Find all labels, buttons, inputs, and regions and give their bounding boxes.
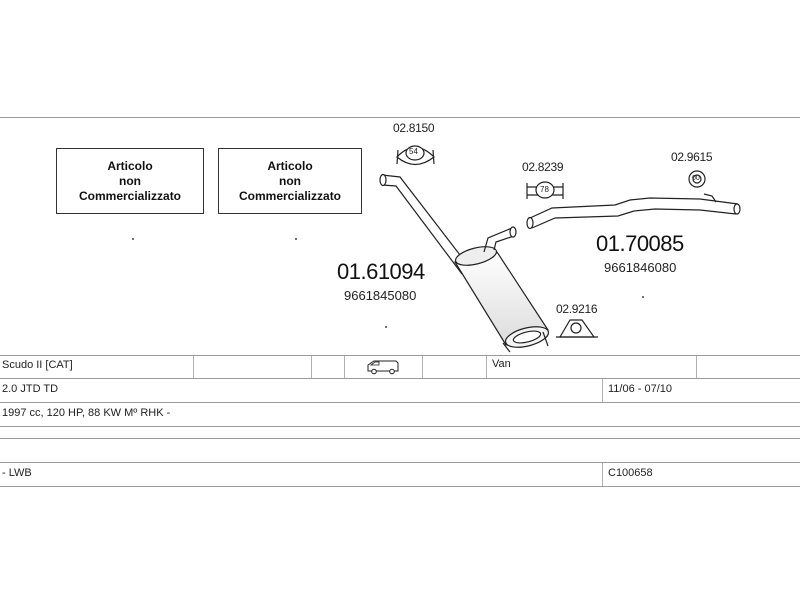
front-pipe — [379, 173, 471, 275]
reference-code: C100658 — [608, 467, 653, 479]
placeholder-dot — [642, 296, 644, 298]
part-code-clamp-a: 02.8150 — [393, 121, 435, 135]
clamp-badge: 78 — [540, 185, 549, 194]
diagram-top-border — [0, 117, 800, 118]
box-line-3: Commercializzato — [238, 188, 342, 203]
table-border — [0, 426, 800, 427]
part-code-hanger: 02.9216 — [556, 302, 598, 316]
front-silencer — [454, 226, 550, 353]
table-divider — [422, 356, 423, 378]
box-line-2: non — [279, 173, 301, 188]
hanger-icon — [556, 319, 598, 338]
table-divider — [344, 356, 345, 378]
table-border — [0, 355, 800, 356]
not-sold-box-1: Articolo non Commercializzato — [56, 148, 204, 214]
table-divider — [193, 356, 194, 378]
placeholder-dot — [385, 326, 387, 328]
not-sold-box-2: Articolo non Commercializzato — [218, 148, 362, 214]
table-border — [0, 378, 800, 379]
engine: 2.0 JTD TD — [2, 383, 59, 395]
box-line-3: Commercializzato — [78, 188, 182, 203]
clamp-badge: 00 — [692, 175, 700, 182]
variant: - LWB — [2, 467, 32, 479]
production-years: 11/06 - 07/10 — [608, 383, 673, 395]
part-code-clamp-c: 02.9615 — [671, 150, 713, 164]
table-divider — [602, 463, 603, 486]
placeholder-dot — [132, 238, 134, 240]
placeholder-dot — [295, 238, 297, 240]
body-type: Van — [492, 358, 511, 370]
oem-number-front-silencer: 9661845080 — [344, 288, 417, 303]
oem-number-rear-silencer: 9661846080 — [604, 260, 677, 275]
table-border — [0, 402, 800, 403]
clamp-icon — [688, 170, 706, 188]
table-border — [0, 462, 800, 463]
vehicle-model: Scudo II [CAT] — [2, 359, 73, 371]
part-code-clamp-b: 02.8239 — [522, 160, 564, 174]
clamp-icon — [526, 181, 564, 199]
table-border — [0, 438, 800, 439]
table-divider — [602, 379, 603, 402]
table-border — [0, 486, 800, 487]
rear-pipe — [526, 193, 741, 230]
part-code-front-silencer: 01.61094 — [337, 259, 425, 284]
clamp-icon — [396, 145, 435, 166]
van-icon — [367, 360, 399, 375]
box-line-1: Articolo — [107, 158, 153, 173]
box-line-2: non — [119, 173, 141, 188]
table-divider — [696, 356, 697, 378]
clamp-badge: 54 — [409, 147, 418, 156]
box-line-1: Articolo — [267, 158, 313, 173]
table-divider — [311, 356, 312, 378]
part-code-rear-silencer: 01.70085 — [596, 231, 684, 256]
table-divider — [486, 356, 487, 378]
engine-spec: 1997 cc, 120 HP, 88 KW Mº RHK - — [2, 407, 171, 419]
